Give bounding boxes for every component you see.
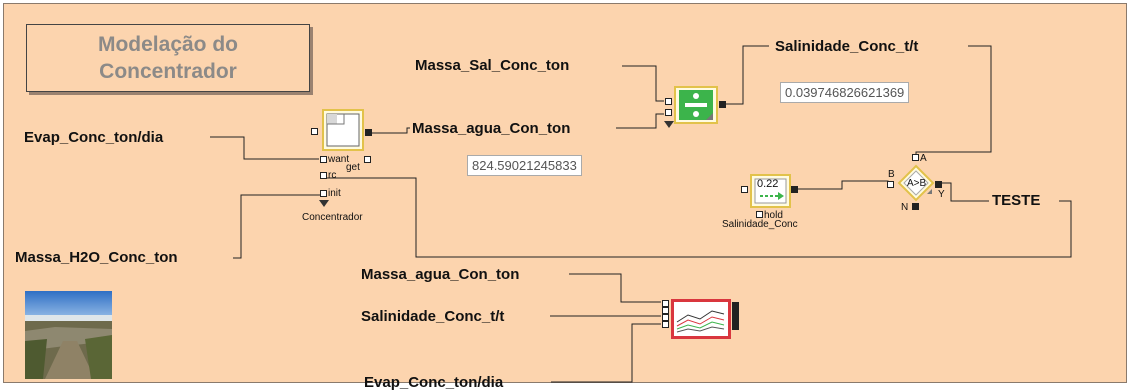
label-graph-in-massa-agua[interactable]: Massa_agua_Con_ton [361, 266, 520, 283]
concentrador-out-port[interactable] [365, 129, 372, 136]
wire-graph-3 [551, 323, 661, 383]
graph-in-port-4[interactable] [662, 321, 669, 328]
graph-out-port-2[interactable] [732, 309, 739, 316]
wire-graph-1 [569, 273, 661, 303]
selector-n-port[interactable] [912, 203, 919, 210]
title-line-1: Modelação do [97, 33, 239, 56]
selector-out-port[interactable] [935, 181, 942, 188]
concentrador-arrow-icon [319, 200, 329, 207]
concentrador-in-port[interactable] [311, 128, 318, 135]
constant-value: 0.22 [757, 178, 779, 190]
saltpan-photo[interactable] [25, 291, 112, 379]
selector-b-port[interactable] [887, 181, 894, 188]
label-evap-conc[interactable]: Evap_Conc_ton/dia [24, 129, 164, 146]
wire-evap-want [210, 136, 319, 160]
want-label: want [328, 154, 350, 165]
rc-label: rc [328, 170, 337, 181]
get-port[interactable] [364, 156, 371, 163]
constant-name: Salinidade_Conc [722, 219, 798, 230]
selector-icon [897, 164, 935, 202]
init-label: init [328, 188, 341, 199]
graph-block[interactable] [671, 299, 731, 339]
get-label: get [346, 162, 360, 173]
divide-in-bottom-port[interactable] [665, 109, 672, 116]
selector-text: A>B [907, 178, 927, 189]
wire-divide-sal [722, 45, 769, 105]
wire-sal-divide [622, 65, 664, 102]
wire-const-b [797, 180, 889, 190]
constant-icon [754, 178, 787, 204]
graph-in-port-3[interactable] [662, 314, 669, 321]
value-salinidade: 0.039746826621369 [780, 82, 910, 103]
wires-layer [210, 45, 1072, 383]
label-massa-sal-conc[interactable]: Massa_Sal_Conc_ton [415, 57, 570, 74]
divide-icon [679, 90, 713, 120]
photo-image [25, 291, 112, 379]
selector-b-label: B [888, 169, 895, 180]
label-salinidade-conc[interactable]: Salinidade_Conc_t/t [775, 38, 919, 55]
value-massa-agua: 824.59021245833 [467, 155, 582, 176]
divide-out-port[interactable] [719, 101, 726, 108]
selector-n-label: N [901, 202, 909, 213]
graph-out-port-4[interactable] [732, 323, 739, 330]
hold-port[interactable] [756, 211, 763, 218]
divide-in-top-port[interactable] [665, 98, 672, 105]
graph-in-port-2[interactable] [662, 307, 669, 314]
model-title[interactable]: Modelação do Concentrador [26, 24, 310, 92]
selector-a-port[interactable] [912, 154, 919, 161]
model-canvas[interactable]: Modelação do Concentrador Evap_Conc_ton/… [3, 3, 1127, 391]
wire-h2o-init [233, 194, 322, 259]
title-line-2: Concentrador [99, 60, 237, 83]
label-graph-in-evap[interactable]: Evap_Conc_ton/dia [364, 374, 504, 391]
label-massa-h2o-conc[interactable]: Massa_H2O_Conc_ton [15, 249, 178, 266]
init-port[interactable] [320, 190, 327, 197]
selector-a-label: A [920, 153, 927, 164]
label-massa-agua-con[interactable]: Massa_agua_Con_ton [412, 120, 571, 137]
want-port[interactable] [320, 156, 327, 163]
graph-out-port-1[interactable] [732, 302, 739, 309]
wire-conc-out [366, 127, 410, 134]
constant-block[interactable] [750, 174, 791, 208]
selector-block[interactable] [897, 164, 935, 202]
selector-y-label: Y [938, 189, 945, 200]
wire-sel-teste [939, 182, 989, 202]
graph-out-port-3[interactable] [732, 316, 739, 323]
reservoir-icon [326, 113, 360, 147]
concentrador-block[interactable] [322, 109, 364, 151]
graph-icon [676, 310, 725, 333]
graph-in-port-1[interactable] [662, 300, 669, 307]
wire-rc-teste [323, 177, 1072, 258]
hold-label: hold [764, 210, 783, 221]
label-teste[interactable]: TESTE [992, 192, 1041, 209]
constant-out-port[interactable] [791, 186, 798, 193]
rc-port[interactable] [320, 172, 327, 179]
concentrador-name: Concentrador [302, 212, 363, 223]
label-graph-in-salinidade[interactable]: Salinidade_Conc_t/t [361, 308, 505, 325]
divide-block[interactable] [674, 86, 718, 124]
divide-arrow-icon [664, 121, 674, 128]
wire-sal-a [915, 45, 992, 160]
wire-agua-divide [616, 113, 664, 129]
constant-in-port[interactable] [741, 186, 748, 193]
